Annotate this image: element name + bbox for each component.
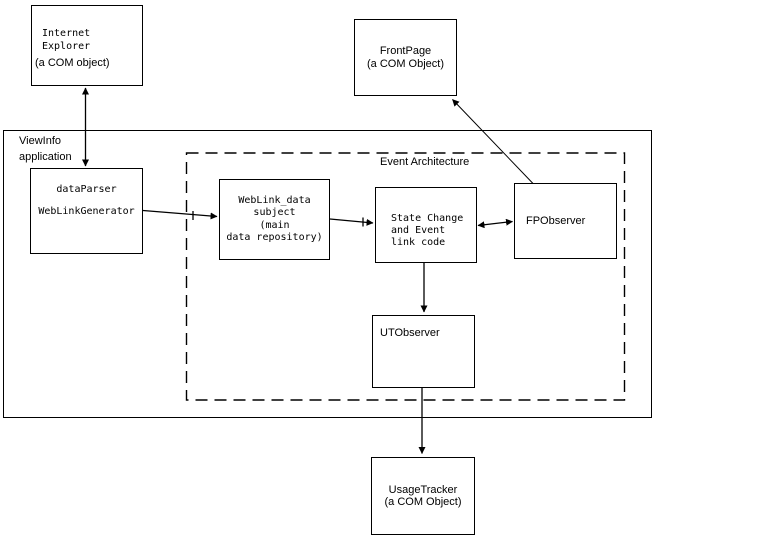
box-fpobserver: FPObserver (514, 183, 617, 259)
box-frontpage-title: FrontPage (379, 45, 432, 57)
box-statechange-line2: and Event (391, 225, 446, 236)
box-statechange-line3: link code (391, 237, 446, 248)
box-utobserver-title: UTObserver (380, 327, 440, 339)
box-fpobserver-title: FPObserver (526, 215, 586, 227)
box-weblink-line1: WebLink_data (238, 194, 311, 206)
box-frontpage-note: (a COM Object) (366, 57, 444, 70)
box-dataparser-weblinkgenerator: dataParser WebLinkGenerator (30, 168, 143, 254)
box-dataparser-line1: dataParser (56, 184, 117, 195)
box-usagetracker: UsageTracker (a COM Object) (371, 457, 475, 535)
box-weblink-line3: (main (259, 219, 290, 231)
box-weblink-line2: subject (253, 207, 296, 218)
box-frontpage: FrontPage (a COM Object) (354, 19, 457, 96)
label-viewinfo-line1: ViewInfo (19, 135, 61, 147)
label-viewinfo-line2: application (19, 151, 72, 163)
box-internet-explorer-note: (a COM object) (35, 57, 110, 69)
box-utobserver: UTObserver (372, 315, 475, 388)
box-weblink-line4: data repository) (226, 232, 323, 243)
box-usagetracker-note: (a COM Object) (384, 496, 462, 508)
box-internet-explorer: Internet Explorer (a COM object) (31, 5, 143, 86)
box-state-change: State Change and Event link code (375, 187, 477, 263)
label-viewinfo-application: ViewInfo application (19, 133, 72, 165)
box-weblink-data-subject: WebLink_data subject (main data reposito… (219, 179, 330, 260)
label-event-architecture: Event Architecture (380, 156, 470, 168)
box-viewinfo-application (3, 130, 652, 418)
box-internet-explorer-line2: Explorer (42, 40, 91, 52)
box-usagetracker-title: UsageTracker (388, 483, 458, 496)
box-statechange-line1: State Change (391, 213, 464, 224)
box-dataparser-line2: WebLinkGenerator (38, 205, 135, 217)
box-internet-explorer-line1: Internet (42, 28, 91, 39)
